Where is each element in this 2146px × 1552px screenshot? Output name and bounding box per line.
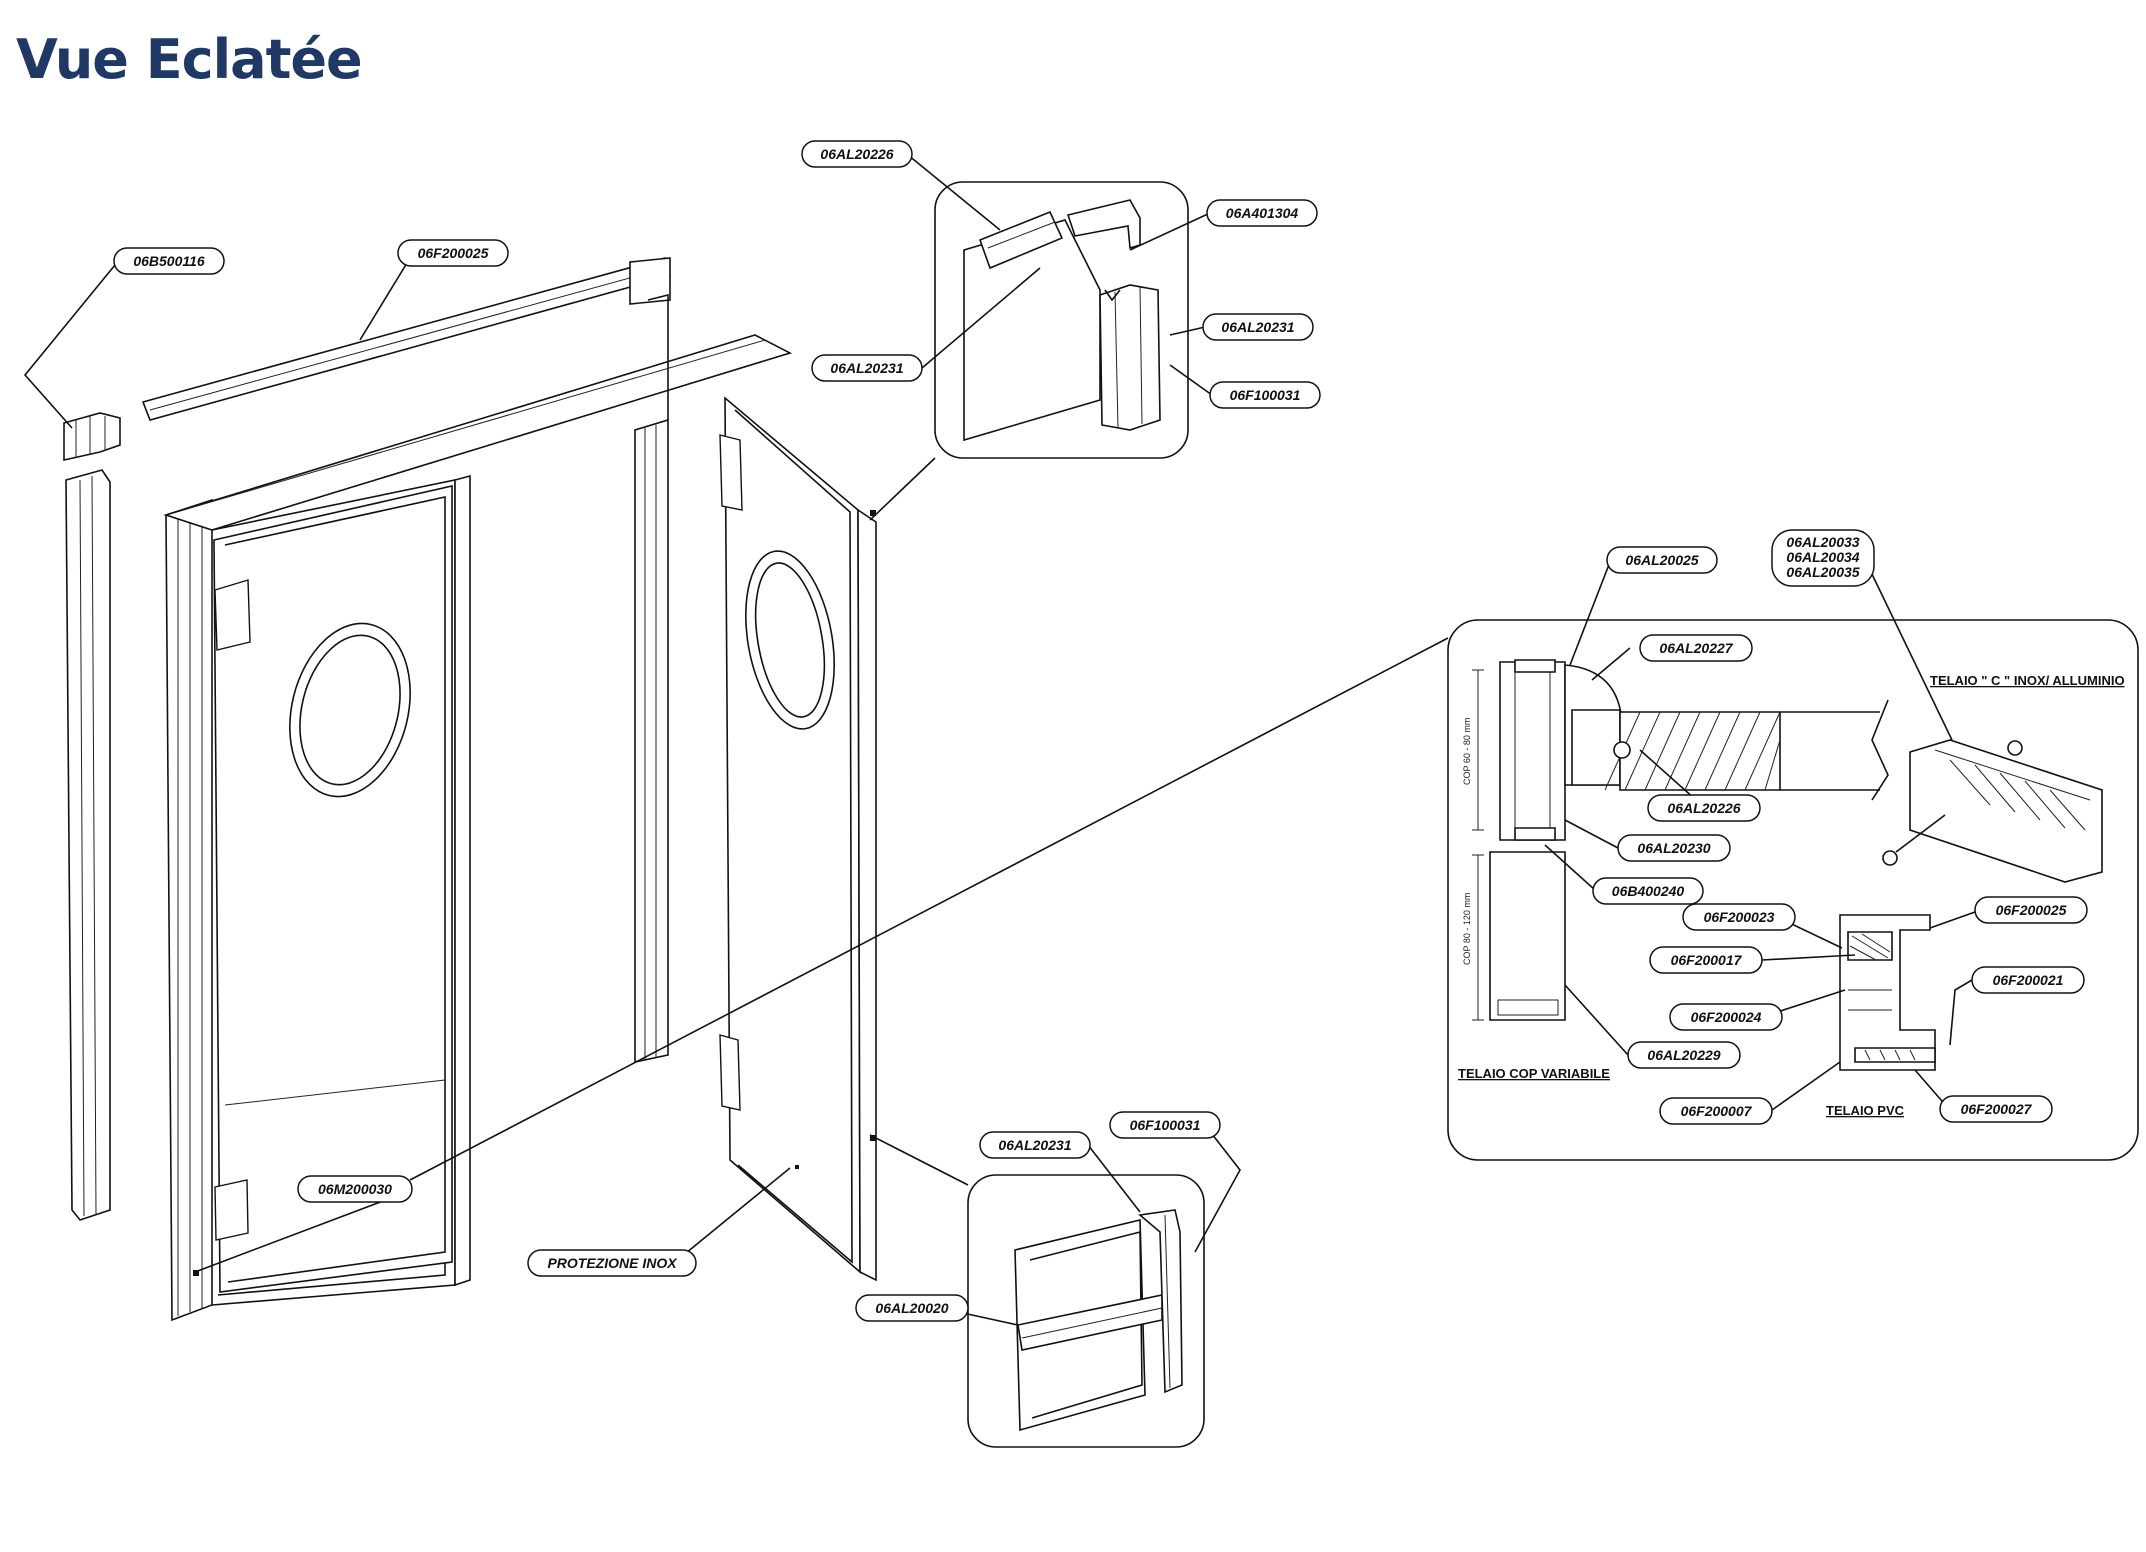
caption-telaio-cop: TELAIO COP VARIABILE bbox=[1458, 1066, 1610, 1081]
callout-06AL20231-left: 06AL20231 bbox=[811, 354, 923, 382]
callout-text: 06AL20231 bbox=[1221, 319, 1294, 335]
callout-text: 06F200024 bbox=[1691, 1009, 1762, 1025]
callout-text: 06AL20231 bbox=[998, 1137, 1071, 1153]
callout-06F100031-bottom: 06F100031 bbox=[1109, 1111, 1221, 1139]
callout-text: 06F200017 bbox=[1671, 952, 1743, 968]
left-door-leaf bbox=[193, 484, 453, 1293]
callout-06B400240: 06B400240 bbox=[1592, 877, 1704, 905]
callout-text: 06F200027 bbox=[1961, 1101, 2033, 1117]
callout-text: 06F200025 bbox=[1996, 902, 2067, 918]
callout-06A401304: 06A401304 bbox=[1206, 199, 1318, 227]
callout-text: 06F200007 bbox=[1681, 1103, 1753, 1119]
callout-06AL20231-bottom: 06AL20231 bbox=[979, 1131, 1091, 1159]
callout-protezione-inox: PROTEZIONE INOX bbox=[527, 1249, 697, 1277]
callout-06F200024: 06F200024 bbox=[1669, 1003, 1783, 1031]
callout-06F200025-section: 06F200025 bbox=[1974, 896, 2088, 924]
callout-06AL20025: 06AL20025 bbox=[1606, 546, 1718, 574]
callout-text: 06B500116 bbox=[133, 253, 205, 269]
callout-06AL20020: 06AL20020 bbox=[855, 1294, 969, 1322]
callout-06F200027: 06F200027 bbox=[1939, 1095, 2053, 1123]
callout-text: 06AL20226 bbox=[1667, 800, 1740, 816]
callout-06AL20227: 06AL20227 bbox=[1639, 634, 1753, 662]
callout-06F200017: 06F200017 bbox=[1649, 946, 1763, 974]
callout-text: 06AL20025 bbox=[1625, 552, 1698, 568]
separate-jamb-post bbox=[63, 412, 121, 1221]
callout-text: PROTEZIONE INOX bbox=[547, 1255, 678, 1271]
caption-telaio-c: TELAIO " C " INOX/ ALLUMINIO bbox=[1930, 673, 2125, 688]
callout-text: 06AL20020 bbox=[875, 1300, 948, 1316]
caption-telaio-pvc: TELAIO PVC bbox=[1826, 1103, 1905, 1118]
callout-06B500116: 06B500116 bbox=[113, 247, 225, 275]
callout-06AL20033-34-35: 06AL20033 06AL20034 06AL20035 bbox=[1771, 529, 1875, 587]
callout-text: 06F200025 bbox=[418, 245, 489, 261]
dimension-cop-60-80: COP 60 - 80 mm bbox=[1462, 718, 1472, 785]
callout-text: 06F100031 bbox=[1230, 387, 1301, 403]
callout-text: 06AL20230 bbox=[1637, 840, 1710, 856]
door-frame-rear bbox=[141, 257, 671, 1063]
callout-text: 06AL20231 bbox=[830, 360, 903, 376]
callout-06AL20230: 06AL20230 bbox=[1617, 834, 1731, 862]
callout-06AL20229: 06AL20229 bbox=[1627, 1041, 1741, 1069]
dimension-cop-80-120: COP 80 - 120 mm bbox=[1462, 893, 1472, 965]
callout-06F200023: 06F200023 bbox=[1682, 903, 1796, 931]
callout-text: 06F100031 bbox=[1130, 1117, 1201, 1133]
callout-text-3: 06AL20035 bbox=[1786, 564, 1859, 580]
callout-text-2: 06AL20034 bbox=[1786, 549, 1859, 565]
callout-06M200030: 06M200030 bbox=[297, 1175, 413, 1203]
callout-text: 06AL20229 bbox=[1647, 1047, 1720, 1063]
callout-06F200025-top: 06F200025 bbox=[397, 239, 509, 267]
leader-lines bbox=[23, 154, 1976, 1326]
page-title: Vue Eclatée bbox=[16, 28, 363, 91]
callout-text-1: 06AL20033 bbox=[1786, 534, 1859, 550]
callout-06AL20226-section: 06AL20226 bbox=[1647, 794, 1761, 822]
callout-06F200021: 06F200021 bbox=[1971, 966, 2085, 994]
door-frame-left bbox=[163, 334, 793, 1322]
callout-text: 06B400240 bbox=[1612, 883, 1685, 899]
callout-text: 06M200030 bbox=[318, 1181, 392, 1197]
callout-06AL20226-top: 06AL20226 bbox=[801, 140, 913, 168]
callout-text: 06AL20226 bbox=[820, 146, 893, 162]
callout-06F200007: 06F200007 bbox=[1659, 1097, 1773, 1125]
right-door-leaf bbox=[719, 396, 877, 1282]
detail-panel-top bbox=[934, 181, 1189, 459]
detail-panel-bottom bbox=[967, 1174, 1205, 1448]
section-detail-panel bbox=[1447, 619, 2139, 1161]
callout-text: 06AL20227 bbox=[1659, 640, 1733, 656]
callout-06AL20231-right: 06AL20231 bbox=[1202, 313, 1314, 341]
callout-text: 06A401304 bbox=[1226, 205, 1299, 221]
callout-text: 06F200023 bbox=[1704, 909, 1775, 925]
callout-text: 06F200021 bbox=[1993, 972, 2064, 988]
callout-06F100031-top: 06F100031 bbox=[1209, 381, 1321, 409]
